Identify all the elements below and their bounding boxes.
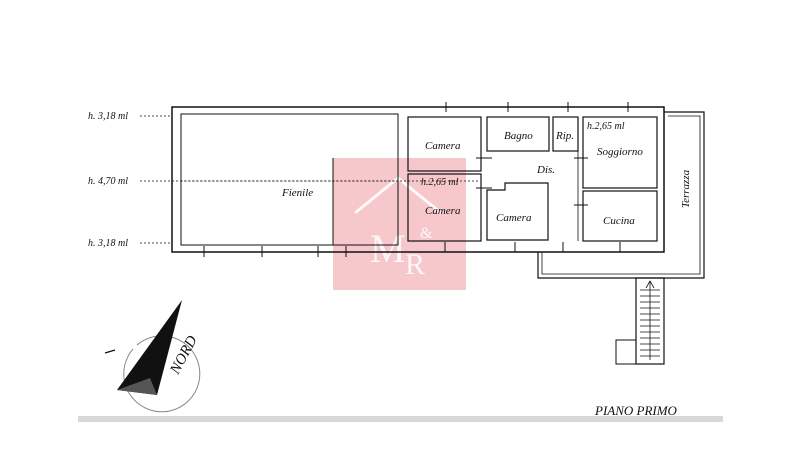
room-label-fienile: Fienile: [281, 187, 313, 199]
room-label-soggiorno: Soggiorno: [597, 146, 643, 158]
floor-title: PIANO PRIMO: [594, 403, 678, 418]
window-marks: [203, 102, 633, 257]
svg-text:M: M: [370, 226, 406, 271]
inner-height-label-soggiorno: h.2,65 ml: [587, 121, 625, 132]
height-label-top: h. 3,18 ml: [88, 111, 128, 122]
staircase: [615, 277, 665, 365]
height-label-middle: h. 4,70 ml: [88, 176, 128, 187]
room-label-dis: Dis.: [536, 164, 555, 176]
room-label-camera-bottom: Camera: [425, 205, 461, 217]
room-label-cucina: Cucina: [603, 215, 635, 227]
room-label-bagno: Bagno: [504, 130, 533, 142]
north-arrow: NORD: [104, 300, 201, 413]
inner-height-label-camera: h.2,65 ml: [421, 177, 459, 188]
building-walls: [171, 106, 665, 253]
height-label-bottom: h. 3,18 ml: [88, 238, 128, 249]
room-label-rip: Rip.: [555, 130, 574, 142]
north-label: NORD: [167, 333, 201, 378]
watermark-logo: M & R: [333, 158, 466, 290]
terrace-walls: [537, 111, 705, 279]
svg-text:R: R: [405, 248, 425, 281]
room-label-camera-small: Camera: [496, 212, 532, 224]
room-label-terrazza: Terrazza: [680, 169, 692, 208]
bottom-strip: [78, 416, 723, 422]
svg-text:&: &: [420, 225, 433, 242]
room-label-camera-top: Camera: [425, 140, 461, 152]
